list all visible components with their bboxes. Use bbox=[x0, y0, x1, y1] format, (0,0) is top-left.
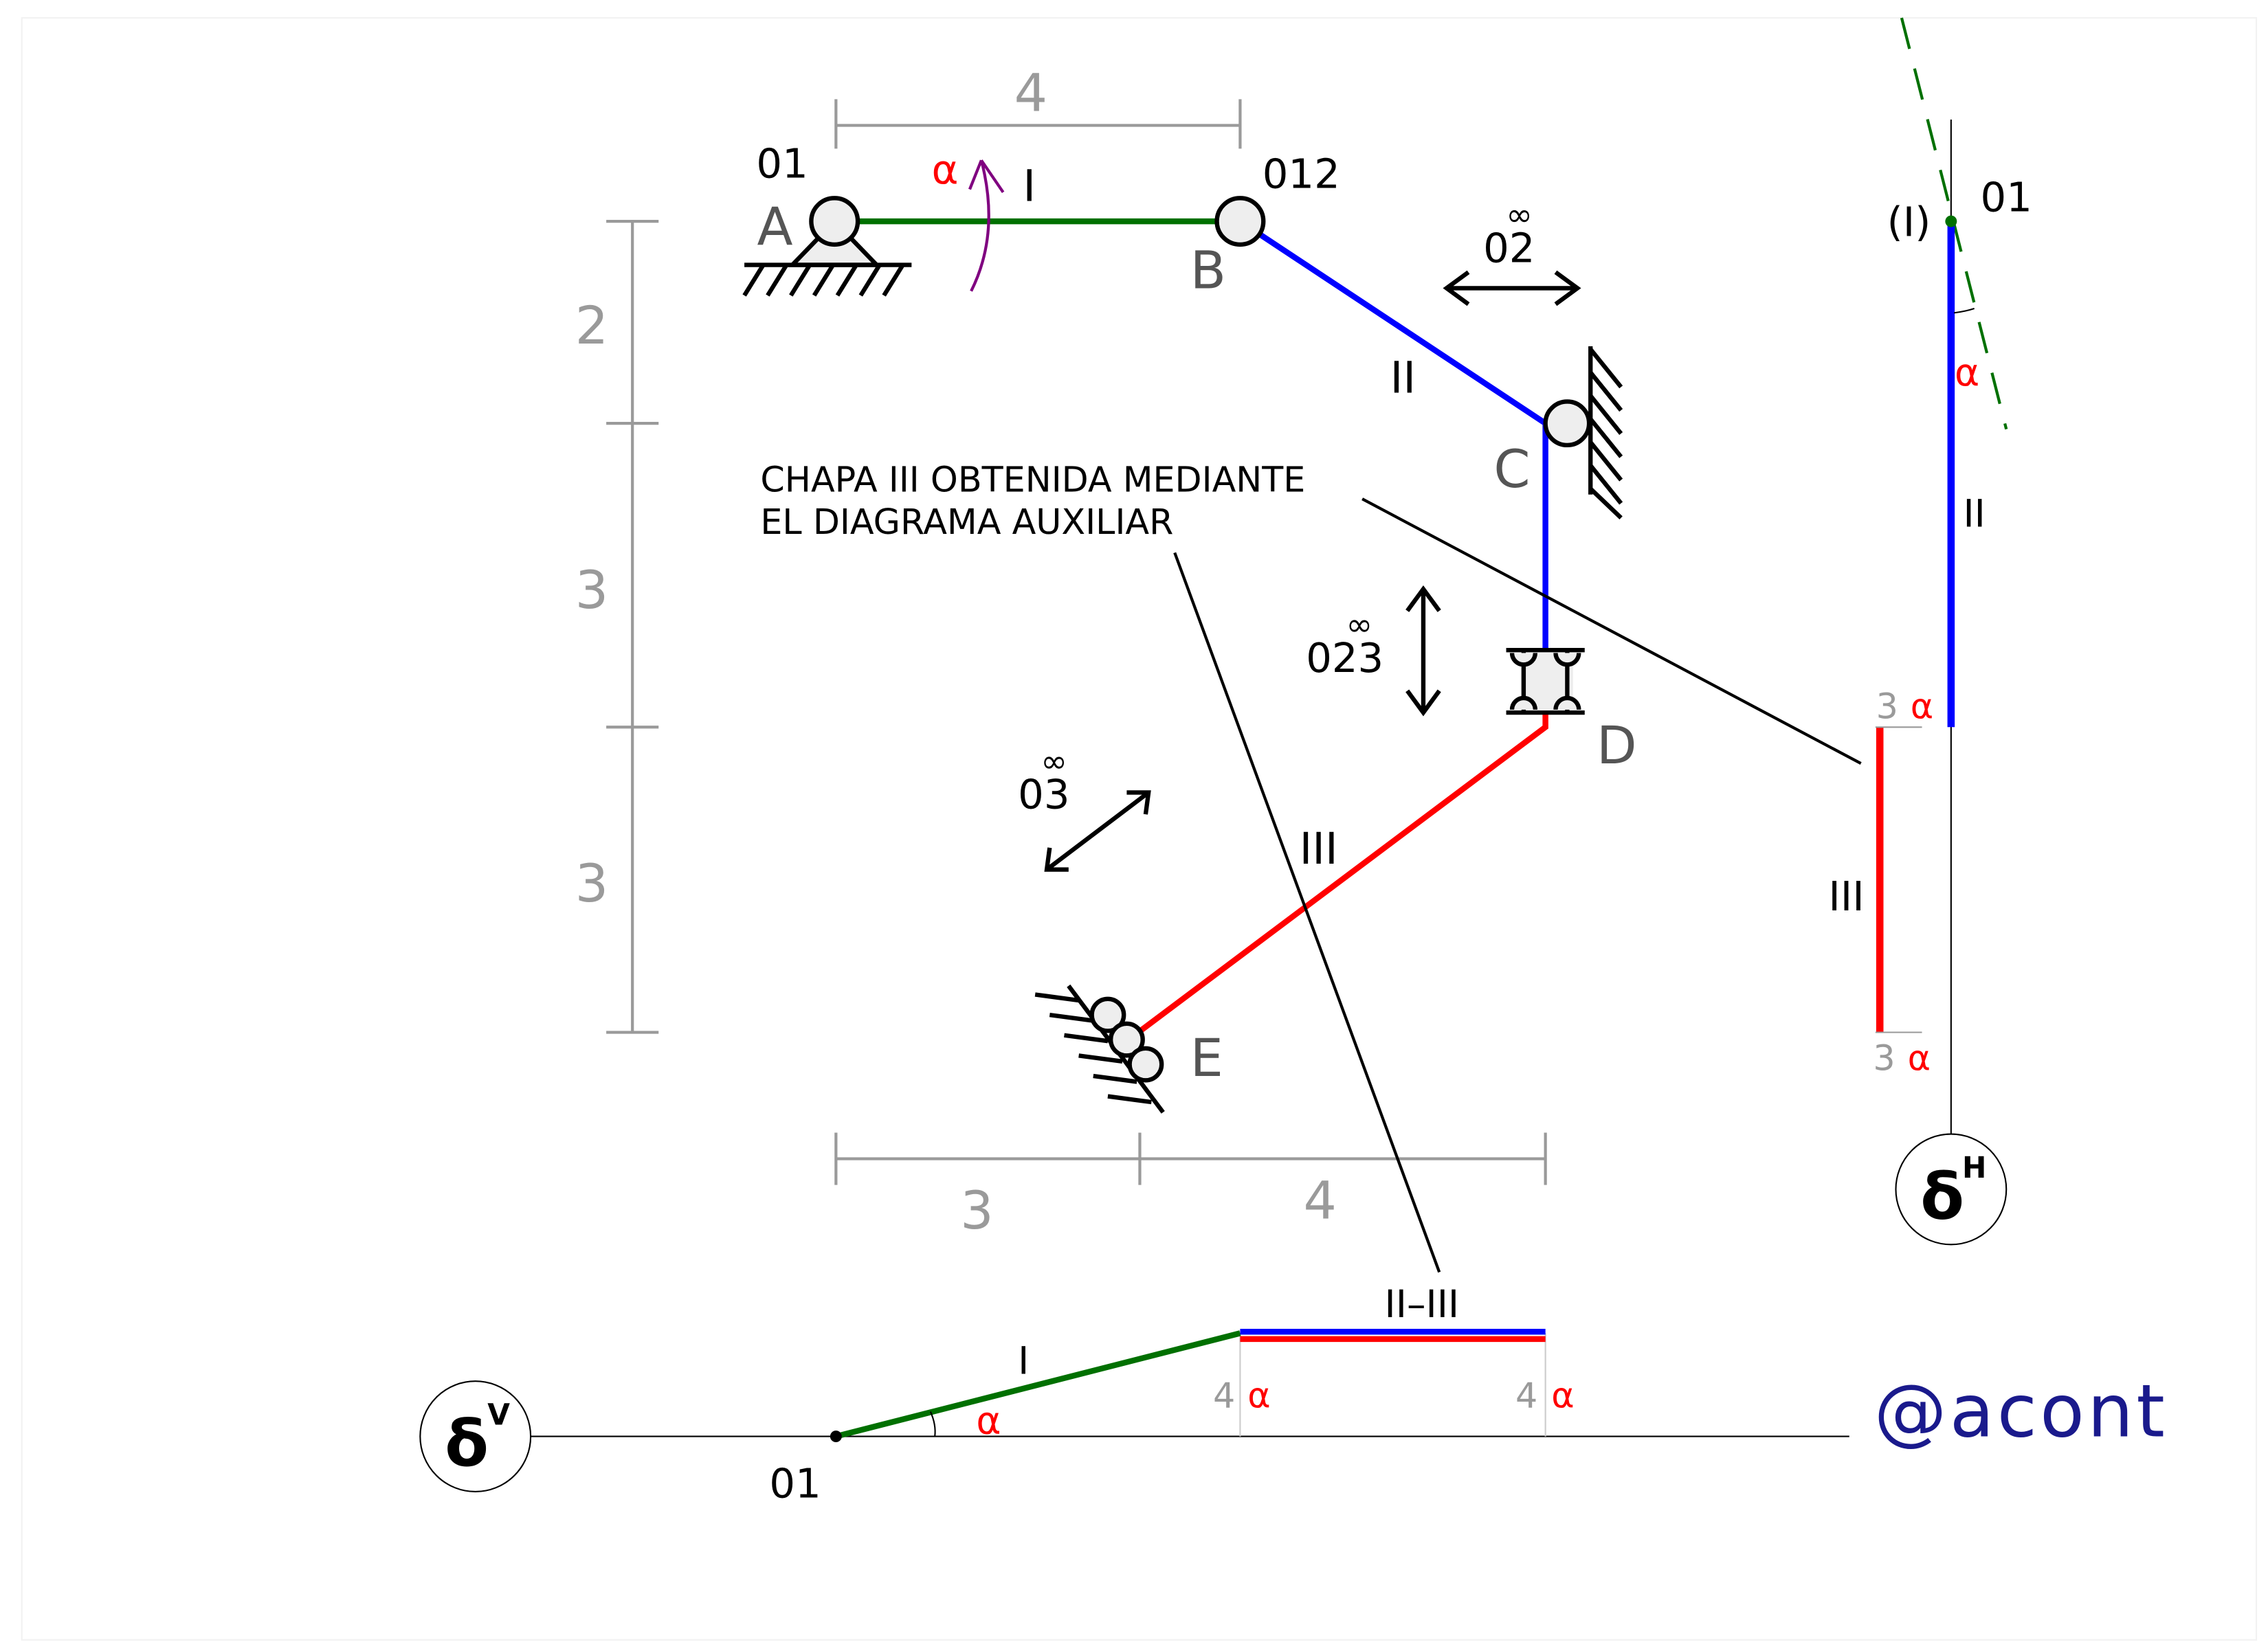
delta-v-sup: V bbox=[487, 1398, 510, 1432]
alpha-top-h: α bbox=[1911, 686, 1933, 727]
double-arrow-diagonal-icon bbox=[1044, 790, 1151, 872]
dimension-left-label: 3 bbox=[575, 559, 608, 620]
dimension-top bbox=[834, 99, 1242, 149]
bar-label-I-v: I bbox=[1018, 1339, 1029, 1383]
value-bottom-h: 3 bbox=[1873, 1038, 1895, 1079]
double-arrow-vertical-icon bbox=[1405, 585, 1441, 717]
pole-label-o1-h: 01 bbox=[1981, 173, 2032, 221]
bar-label-I: I bbox=[1023, 160, 1036, 211]
value-right-v: 4 bbox=[1515, 1375, 1537, 1415]
value-top-h: 3 bbox=[1876, 686, 1898, 727]
node-label-E: E bbox=[1190, 1027, 1223, 1088]
double-arrow-horizontal-icon bbox=[1443, 270, 1581, 306]
dimension-bottom-label: 3 bbox=[960, 1180, 993, 1241]
bar-label-III-h: III bbox=[1828, 873, 1864, 920]
pin-support-A bbox=[742, 196, 912, 297]
frame bbox=[21, 16, 2258, 1641]
dimension-left bbox=[606, 219, 659, 1034]
hinge-B bbox=[1214, 196, 1266, 247]
node-label-D: D bbox=[1597, 715, 1637, 776]
alpha-left-v: α bbox=[1247, 1375, 1270, 1415]
pole-label-o1: 01 bbox=[756, 140, 808, 188]
pole-o23-infinity: ∞ bbox=[1346, 606, 1373, 643]
pole-label-o3: 03 bbox=[1018, 771, 1069, 818]
bar-label-II-h: II bbox=[1963, 491, 1985, 535]
pole-label-o23: 023 bbox=[1306, 634, 1383, 682]
note-line-1: CHAPA III OBTENIDA MEDIANTE bbox=[760, 460, 1305, 500]
pole-label-o2: 02 bbox=[1483, 224, 1535, 271]
bar-II bbox=[1238, 218, 1548, 651]
dimension-left-label: 2 bbox=[575, 295, 608, 356]
value-left-v: 4 bbox=[1213, 1375, 1235, 1415]
pole-o3-infinity: ∞ bbox=[1041, 743, 1067, 780]
delta-h-sup: H bbox=[1962, 1151, 1986, 1185]
dimension-bottom bbox=[834, 1132, 1547, 1185]
alpha-v: α bbox=[976, 1398, 1001, 1442]
alpha-h: α bbox=[1955, 350, 1979, 394]
pole-label-o12: 012 bbox=[1263, 150, 1340, 197]
roller-support-C bbox=[1543, 346, 1623, 519]
node-label-A: A bbox=[757, 196, 792, 257]
rotation-arrow-icon bbox=[968, 159, 1005, 292]
dimension-bottom-label: 4 bbox=[1304, 1169, 1337, 1231]
sliding-support-D bbox=[1506, 647, 1585, 715]
bar-label-II: II bbox=[1390, 352, 1416, 403]
pole-o2-infinity: ∞ bbox=[1506, 196, 1533, 233]
delta-v-symbol: δ bbox=[445, 1406, 489, 1481]
leader-line bbox=[1173, 552, 1441, 1273]
delta-h-symbol: δ bbox=[1920, 1159, 1964, 1233]
bar-label-II-III-v: II–III bbox=[1385, 1282, 1460, 1326]
pole-label-I: (I) bbox=[1887, 198, 1931, 245]
bar-label-III: III bbox=[1300, 823, 1338, 874]
pole-label-o1-v: 01 bbox=[769, 1459, 821, 1507]
alpha-right-v: α bbox=[1551, 1375, 1574, 1415]
roller-support-E bbox=[1034, 984, 1165, 1114]
dimension-top-label: 4 bbox=[1014, 62, 1047, 123]
bar-III bbox=[1136, 713, 1548, 1035]
vertical-displacement-diagram bbox=[419, 1329, 1849, 1493]
alpha-bottom-h: α bbox=[1908, 1038, 1931, 1079]
leader-line bbox=[1361, 497, 1862, 765]
watermark: @acont bbox=[1874, 1369, 2168, 1454]
note-line-2: EL DIAGRAMA AUXILIAR bbox=[760, 502, 1173, 542]
rotation-alpha: α bbox=[931, 146, 958, 193]
node-label-C: C bbox=[1493, 438, 1530, 500]
node-label-B: B bbox=[1190, 239, 1226, 300]
horizontal-displacement-diagram bbox=[1875, 17, 2008, 1246]
dimension-left-label: 3 bbox=[575, 853, 608, 914]
